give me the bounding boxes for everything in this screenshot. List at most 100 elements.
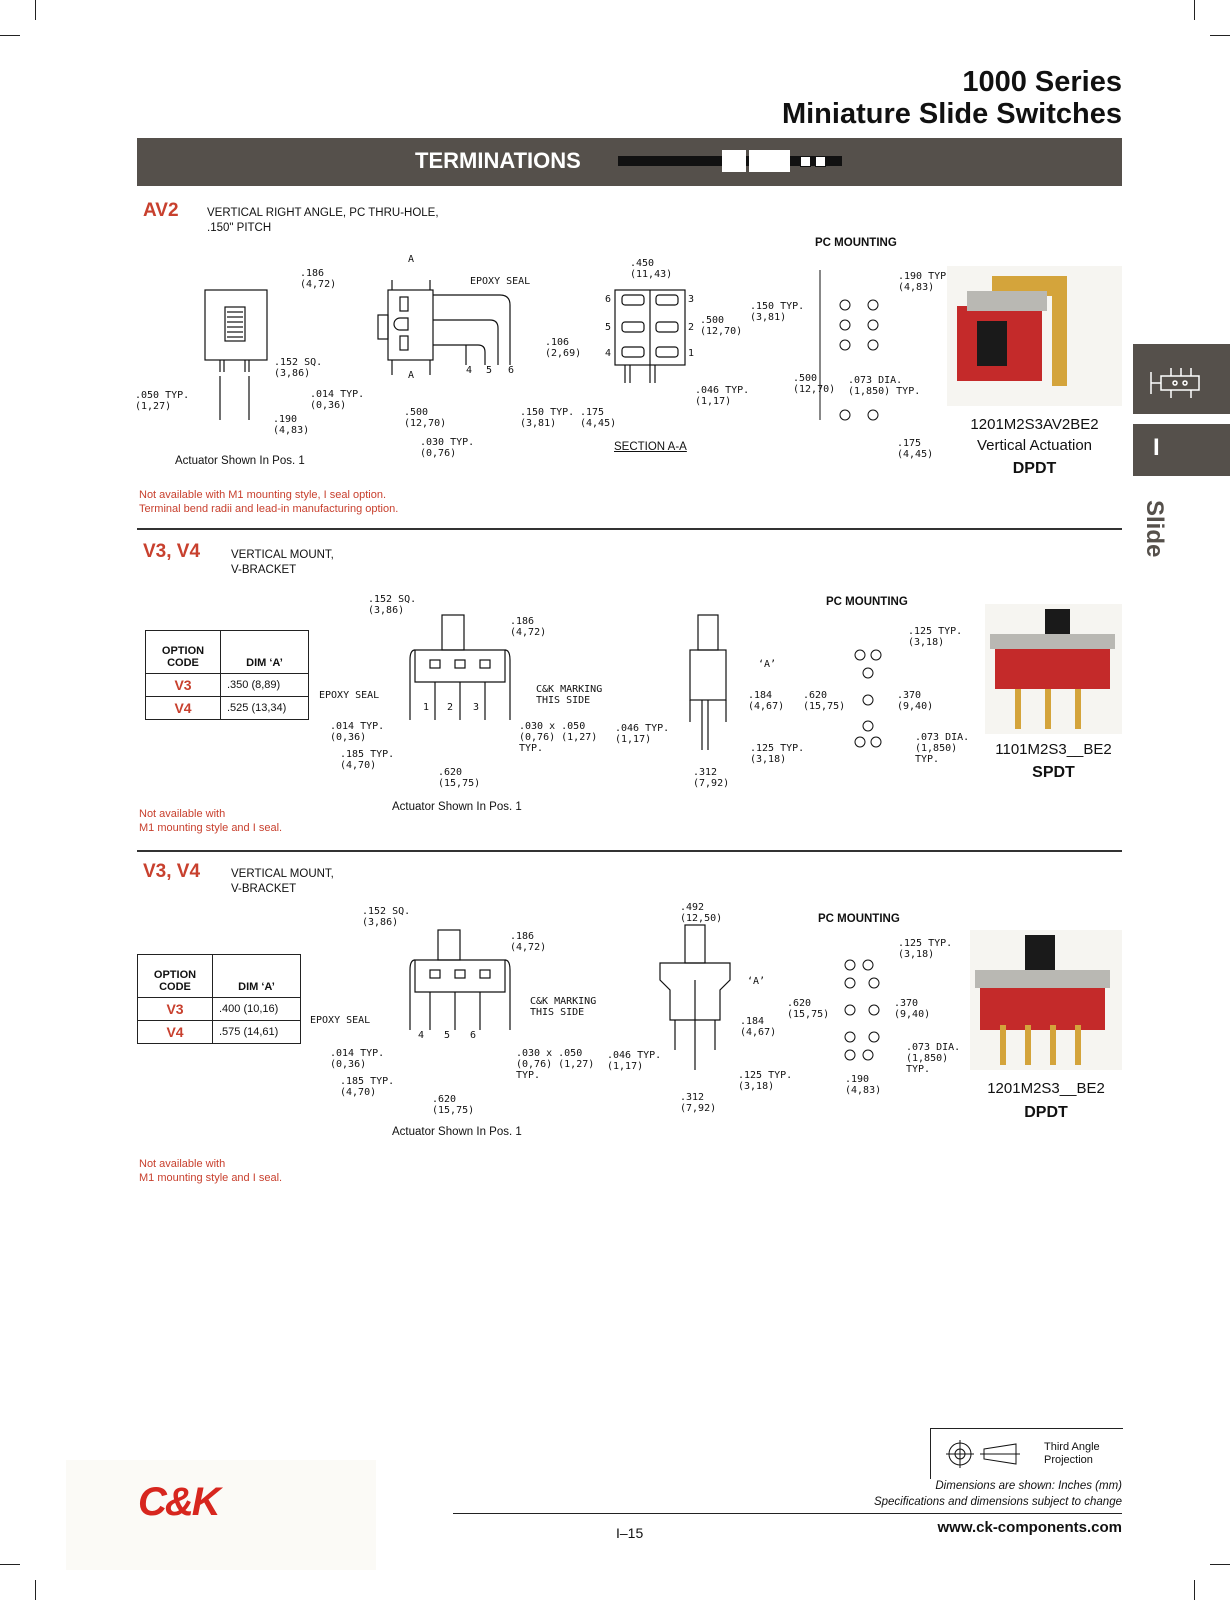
pc-mounting-pattern bbox=[854, 649, 882, 748]
terminal-number: 4 bbox=[418, 1030, 425, 1041]
slide-switch-icon bbox=[1150, 368, 1200, 398]
table-row: V3 .350 (8,89) bbox=[145, 673, 309, 697]
table-header: OPTION CODE bbox=[145, 630, 221, 674]
terminal-number: 6 bbox=[508, 365, 515, 376]
part-description: Vertical Actuation bbox=[976, 437, 1093, 454]
dim-label: .152 SQ. (3,86) bbox=[362, 906, 411, 928]
terminal-number: 1 bbox=[423, 702, 430, 713]
terminal-number: 3 bbox=[688, 294, 695, 305]
projection-box: Third Angle Projection bbox=[930, 1428, 1123, 1479]
terminal-number: 5 bbox=[444, 1030, 451, 1041]
pole-type: DPDT bbox=[1012, 460, 1057, 477]
crop-mark bbox=[0, 35, 20, 36]
dim-label: .150 TYP. (3,81) bbox=[750, 301, 805, 323]
section-note: Not available with M1 mounting style, I … bbox=[139, 489, 399, 515]
pc-mounting-title: PC MOUNTING bbox=[826, 596, 908, 608]
terminal-number: 2 bbox=[688, 322, 695, 333]
dim-label: .500 (12,70) bbox=[793, 373, 836, 395]
dim-label: .014 TYP. (0,36) bbox=[330, 721, 385, 743]
pc-mounting-title: PC MOUNTING bbox=[818, 913, 900, 925]
table-header: DIM ‘A’ bbox=[220, 630, 309, 674]
product-photo bbox=[970, 930, 1122, 1070]
ck-logo: C&K bbox=[138, 1480, 221, 1524]
dim-label: .186 (4,72) bbox=[510, 616, 547, 638]
dim-label: .125 TYP. (3,18) bbox=[738, 1070, 793, 1092]
dim-label: .030 x .050 (0,76) (1,27) TYP. bbox=[516, 1048, 595, 1081]
pc-mounting-pattern bbox=[844, 959, 880, 1061]
dim-label: .185 TYP. (4,70) bbox=[340, 1076, 395, 1098]
section-divider bbox=[137, 850, 1122, 852]
dim-label: .014 TYP. (0,36) bbox=[310, 389, 365, 411]
table-row: V4 .575 (14,61) bbox=[137, 1020, 301, 1044]
dim-label: .073 DIA. (1,850) TYP. bbox=[906, 1042, 961, 1075]
dim-label: .185 TYP. (4,70) bbox=[340, 749, 395, 771]
dim-label: .500 (12,70) bbox=[700, 315, 743, 337]
part-number: 1101M2S3__BE2 bbox=[995, 741, 1112, 758]
dim-label: C&K MARKING THIS SIDE bbox=[530, 996, 597, 1018]
crop-mark bbox=[35, 1580, 36, 1600]
crop-mark bbox=[35, 0, 36, 20]
dim-label: .450 (11,43) bbox=[630, 258, 673, 280]
dim-label: .190 TYP (4,83) bbox=[898, 271, 947, 293]
crop-mark bbox=[1194, 0, 1195, 20]
v-bracket-front-drawing bbox=[409, 929, 511, 1030]
section-note: Not available with M1 mounting style and… bbox=[139, 808, 283, 834]
terminal-number: 4 bbox=[466, 365, 473, 376]
dim-label: EPOXY SEAL bbox=[470, 276, 531, 287]
section-desc: VERTICAL MOUNT, V-BRACKET bbox=[231, 549, 334, 576]
dim-label: .046 TYP. (1,17) bbox=[615, 723, 670, 745]
terminal-number: 5 bbox=[605, 322, 612, 333]
crop-mark bbox=[1194, 1580, 1195, 1600]
switch-photo-illustration bbox=[957, 276, 1067, 386]
side-tab-icon-box bbox=[1133, 344, 1230, 414]
third-angle-projection-icon bbox=[946, 1440, 1020, 1468]
v-bracket-front-drawing bbox=[409, 614, 511, 720]
dim-label: .030 x .050 (0,76) (1,27) TYP. bbox=[519, 721, 598, 754]
section-note: Not available with M1 mounting style and… bbox=[139, 1158, 283, 1184]
option-table: OPTION CODE DIM ‘A’ V3 .400 (10,16) V4 .… bbox=[137, 954, 301, 1044]
dim-label: .312 (7,92) bbox=[693, 767, 730, 789]
part-number: 1201M2S3AV2BE2 bbox=[970, 416, 1099, 433]
dim-label: EPOXY SEAL bbox=[319, 690, 380, 701]
actuator-caption: Actuator Shown In Pos. 1 bbox=[175, 455, 305, 467]
section-desc: VERTICAL MOUNT, V-BRACKET bbox=[231, 868, 334, 895]
terminal-number: 3 bbox=[473, 702, 480, 713]
switch-photo-illustration bbox=[975, 935, 1110, 1065]
dim-label: .106 (2,69) bbox=[545, 337, 582, 359]
av2-side-drawing bbox=[204, 280, 511, 420]
dim-label: .184 (4,67) bbox=[748, 690, 785, 712]
website-link[interactable]: www.ck-components.com bbox=[937, 1519, 1122, 1536]
dim-label: A bbox=[408, 254, 415, 265]
v-bracket-side-drawing bbox=[689, 614, 727, 750]
dim-label: .073 DIA. (1,850) TYP. bbox=[848, 375, 921, 397]
dim-label: .150 TYP. (3,81) bbox=[520, 407, 575, 429]
banner-title: TERMINATIONS bbox=[415, 148, 581, 173]
dim-label: .500 (12,70) bbox=[404, 407, 447, 429]
dim-label: ‘A’ bbox=[747, 976, 766, 987]
product-photo bbox=[985, 604, 1122, 734]
dim-label: .125 TYP. (3,18) bbox=[898, 938, 953, 960]
dim-label: ‘A’ bbox=[758, 659, 777, 670]
table-header: DIM ‘A’ bbox=[212, 954, 301, 998]
dim-label: .370 (9,40) bbox=[894, 998, 931, 1020]
pole-type: DPDT bbox=[1024, 1104, 1068, 1121]
crop-mark bbox=[1210, 35, 1230, 36]
footer-rule bbox=[453, 1513, 1122, 1514]
dim-label: .620 (15,75) bbox=[803, 690, 846, 712]
specs-note: Specifications and dimensions subject to… bbox=[873, 1496, 1122, 1508]
dim-label: .152 SQ. (3,86) bbox=[368, 594, 417, 616]
crop-mark bbox=[1210, 1564, 1230, 1565]
section-code-v3-v4: V3, V4 bbox=[143, 541, 201, 562]
dim-label: .152 SQ. (3,86) bbox=[274, 357, 323, 379]
dim-label: .125 TYP. (3,18) bbox=[908, 626, 963, 648]
dim-label: .370 (9,40) bbox=[897, 690, 934, 712]
option-table: OPTION CODE DIM ‘A’ V3 .350 (8,89) V4 .5… bbox=[145, 630, 309, 720]
page-title-product: Miniature Slide Switches bbox=[781, 98, 1122, 130]
pc-mounting-pattern bbox=[819, 270, 879, 421]
actuator-caption: Actuator Shown In Pos. 1 bbox=[392, 801, 522, 813]
switch-photo-illustration bbox=[990, 609, 1115, 729]
terminal-number: 2 bbox=[447, 702, 454, 713]
table-header: OPTION CODE bbox=[137, 954, 213, 998]
dim-label: .050 TYP. (1,27) bbox=[135, 390, 190, 412]
terminal-number: 1 bbox=[688, 348, 695, 359]
